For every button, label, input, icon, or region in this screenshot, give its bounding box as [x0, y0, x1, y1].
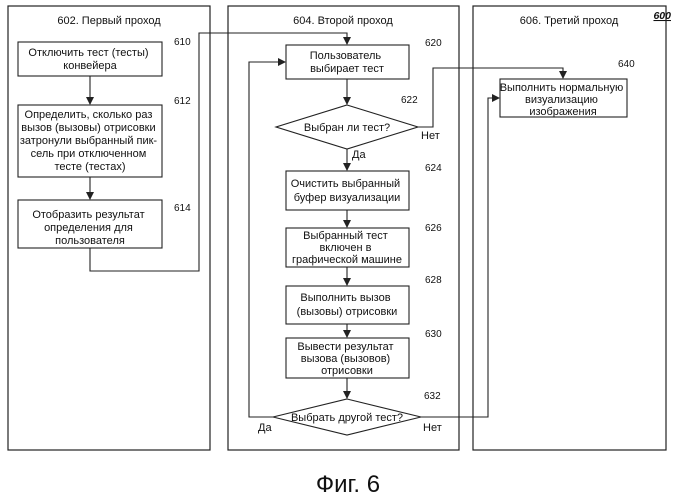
decision-632-text: Выбрать другой тест?: [291, 412, 403, 424]
decision-622-number: 622: [401, 95, 418, 106]
lane-third-pass: 606. Третий проход: [473, 6, 666, 450]
lane-third-pass-title: 606. Третий проход: [520, 15, 619, 27]
step-610-number: 610: [174, 37, 191, 48]
step-620-number: 620: [425, 38, 442, 49]
decision-632-number: 632: [424, 391, 441, 402]
lane-first-pass-title: 602. Первый проход: [57, 15, 161, 27]
step-624-box: [286, 171, 409, 210]
step-640-number: 640: [618, 59, 635, 70]
decision-622-text: Выбран ли тест?: [304, 122, 390, 134]
step-624-number: 624: [425, 163, 442, 174]
decision-622-no-label: Нет: [421, 130, 440, 142]
step-628-number: 628: [425, 275, 442, 286]
step-614-number: 614: [174, 203, 191, 214]
decision-632-no-label: Нет: [423, 422, 442, 434]
lane-second-pass-title: 604. Второй проход: [293, 15, 393, 27]
step-620-text: Пользователь выбирает тест: [310, 50, 384, 75]
step-626-number: 626: [425, 223, 442, 234]
decision-632-yes-label: Да: [258, 422, 272, 434]
figure-caption: Фиг. 6: [316, 471, 380, 498]
step-630-number: 630: [425, 329, 442, 340]
decision-622-yes-label: Да: [352, 149, 366, 161]
step-612-number: 612: [174, 96, 191, 107]
figure-number: 600: [653, 10, 671, 22]
